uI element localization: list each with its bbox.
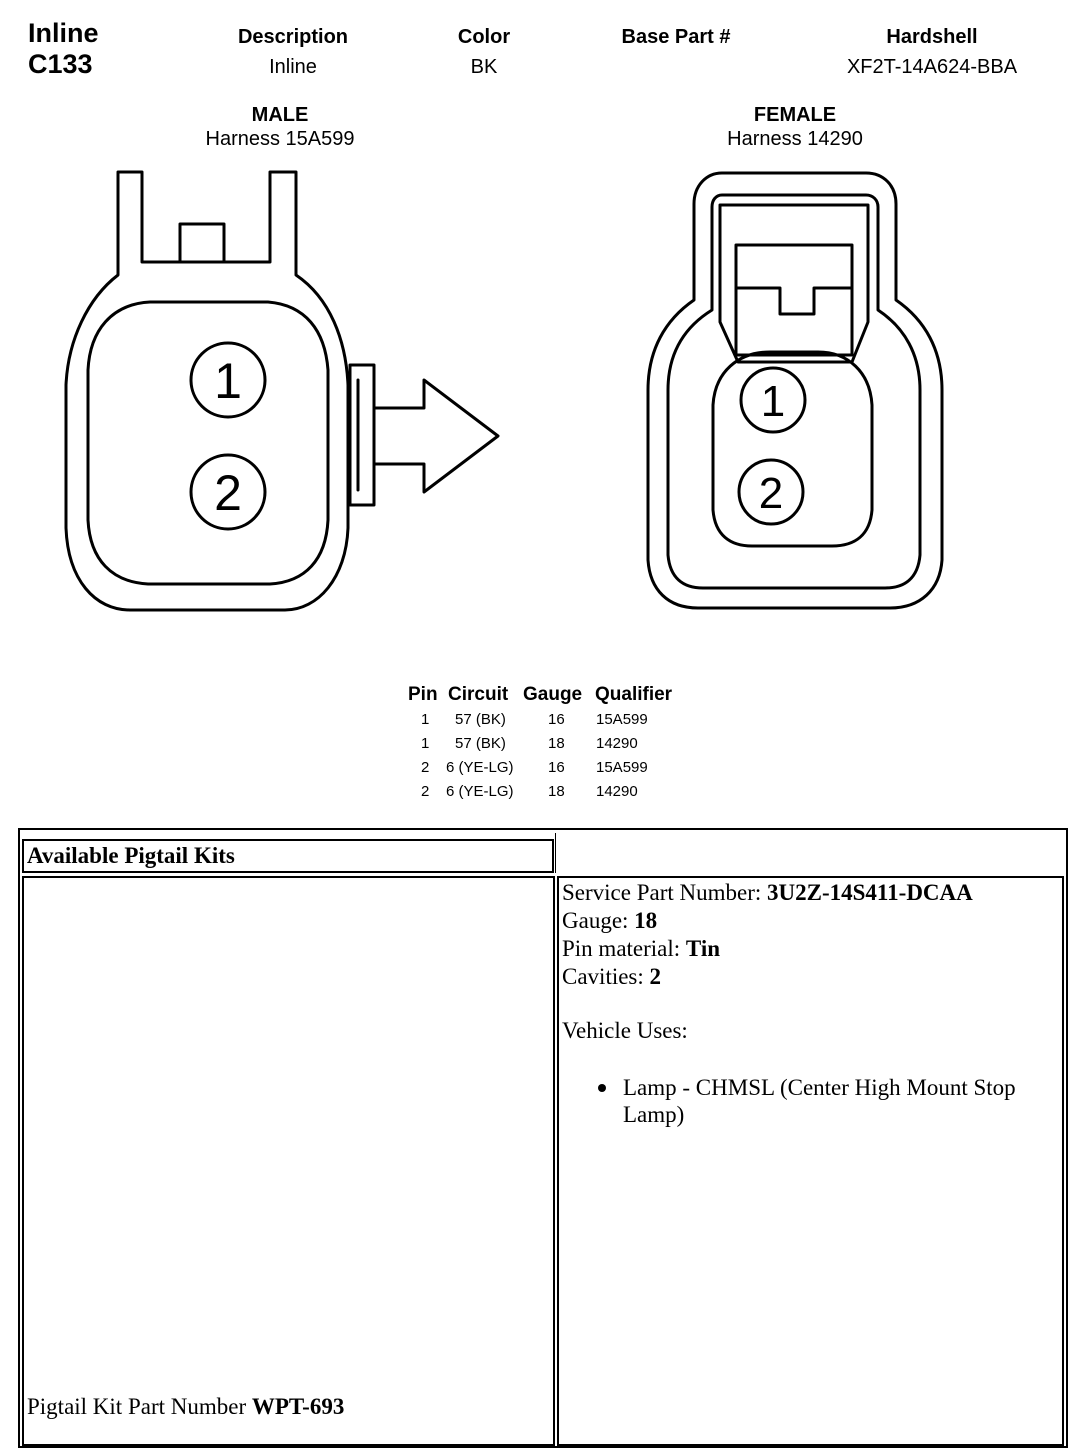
gauge-label: Gauge: <box>562 908 635 933</box>
cavities-label: Cavities: <box>562 964 650 989</box>
connector-id: C133 <box>28 49 93 79</box>
pin-material-value: Tin <box>685 936 721 961</box>
vehicle-use-item: Lamp - CHMSL (Center High Mount Stop Lam… <box>623 1075 1016 1127</box>
hardshell-value: XF2T-14A624-BBA <box>846 56 1018 78</box>
table-cell: 14290 <box>596 783 638 800</box>
gauge-value: 18 <box>634 908 658 933</box>
table-cell: 2 <box>421 783 430 800</box>
bullet-icon <box>598 1084 606 1092</box>
female-harness: Harness 14290 <box>727 128 863 150</box>
pin-material-line: Pin material: Tin <box>562 935 720 963</box>
table-cell: 2 <box>421 759 430 776</box>
male-pin-1 <box>189 341 267 419</box>
female-pin-1-label: 1 <box>761 377 785 426</box>
service-part-label: Service Part Number: <box>562 880 768 905</box>
gauge-line: Gauge: 18 <box>562 907 657 935</box>
table-cell: 14290 <box>596 735 638 752</box>
male-connector-outline <box>64 170 500 612</box>
pin-material-label: Pin material: <box>562 936 686 961</box>
table-cell: 18 <box>548 783 565 800</box>
qualifier-header: Qualifier <box>595 684 673 705</box>
hardshell-label: Hardshell <box>886 26 978 48</box>
female-pin-1 <box>739 366 807 434</box>
table-cell: 15A599 <box>596 711 648 728</box>
table-cell: 16 <box>548 711 565 728</box>
pigtail-kit-heading: Available Pigtail Kits <box>27 843 235 868</box>
connector-type: Inline <box>28 18 99 48</box>
connector-diagram: 1 2 1 2 <box>64 170 944 612</box>
cavities-line: Cavities: 2 <box>562 963 661 991</box>
female-pin-2 <box>737 458 805 526</box>
male-pin-2 <box>189 453 267 531</box>
table-cell: 1 <box>421 735 430 752</box>
female-pin-2-label: 2 <box>759 469 783 518</box>
table-cell: 6 (YE-LG) <box>446 759 514 776</box>
pigtail-kit-heading-cell: Available Pigtail Kits <box>22 839 554 873</box>
table-cell: 6 (YE-LG) <box>446 783 514 800</box>
female-title: FEMALE <box>753 104 837 126</box>
description-value: Inline <box>269 56 317 78</box>
cavities-value: 2 <box>649 964 662 989</box>
male-harness: Harness 15A599 <box>205 128 355 150</box>
table-cell: 15A599 <box>596 759 648 776</box>
color-value: BK <box>470 56 498 78</box>
pigtail-kit-heading-blank <box>555 833 1067 873</box>
gauge-header: Gauge <box>523 684 583 705</box>
male-pin-2-label: 2 <box>214 465 242 521</box>
connector-title: Inline C133 <box>28 18 99 80</box>
pigtail-kit-part-line: Pigtail Kit Part Number WPT-693 <box>27 1394 344 1420</box>
male-pin-1-label: 1 <box>214 353 242 409</box>
table-cell: 18 <box>548 735 565 752</box>
service-part-value: 3U2Z-14S411-DCAA <box>767 880 973 905</box>
male-title: MALE <box>251 104 309 126</box>
pigtail-kit-part-label: Pigtail Kit Part Number <box>27 1394 252 1419</box>
table-cell: 16 <box>548 759 565 776</box>
table-cell: 1 <box>421 711 430 728</box>
pigtail-kit-image-cell <box>22 876 555 1446</box>
description-label: Description <box>237 26 349 48</box>
table-cell: 57 (BK) <box>455 735 506 752</box>
base-part-label: Base Part # <box>621 26 731 48</box>
color-label: Color <box>457 26 511 48</box>
vehicle-uses-label: Vehicle Uses: <box>562 1018 688 1043</box>
table-cell: 57 (BK) <box>455 711 506 728</box>
circuit-header: Circuit <box>448 684 509 705</box>
pigtail-kit-part-value: WPT-693 <box>251 1394 345 1419</box>
service-part-line: Service Part Number: 3U2Z-14S411-DCAA <box>562 879 973 907</box>
female-connector-outline <box>646 171 944 610</box>
pin-header: Pin <box>408 684 438 705</box>
